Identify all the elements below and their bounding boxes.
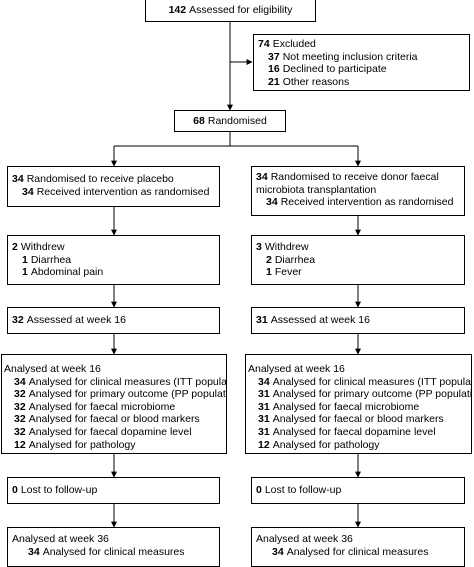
assessed-count: 142	[168, 4, 187, 17]
randomised-count: 68	[193, 114, 205, 127]
assessed-label: Assessed for eligibility	[189, 4, 293, 17]
randomised-label: Randomised	[207, 114, 267, 127]
excluded-count: 74	[258, 38, 270, 50]
excluded-label: Excluded	[272, 38, 316, 50]
